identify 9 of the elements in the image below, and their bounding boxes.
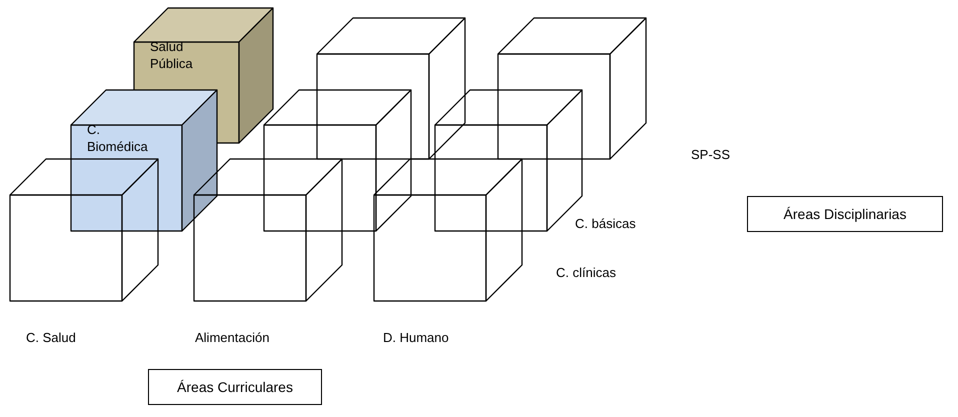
axis-label: D. Humano [383,329,449,347]
cube-label: Salud Pública [150,38,194,72]
text-box: Áreas Disciplinarias [747,196,943,232]
axis-label: C. básicas [575,215,636,233]
axis-label: C. clínicas [556,264,616,282]
axis-label: C. Salud [26,329,76,347]
text-box: Áreas Curriculares [148,369,322,405]
axis-label: SP-SS [691,146,730,164]
axis-label: Alimentación [195,329,270,347]
